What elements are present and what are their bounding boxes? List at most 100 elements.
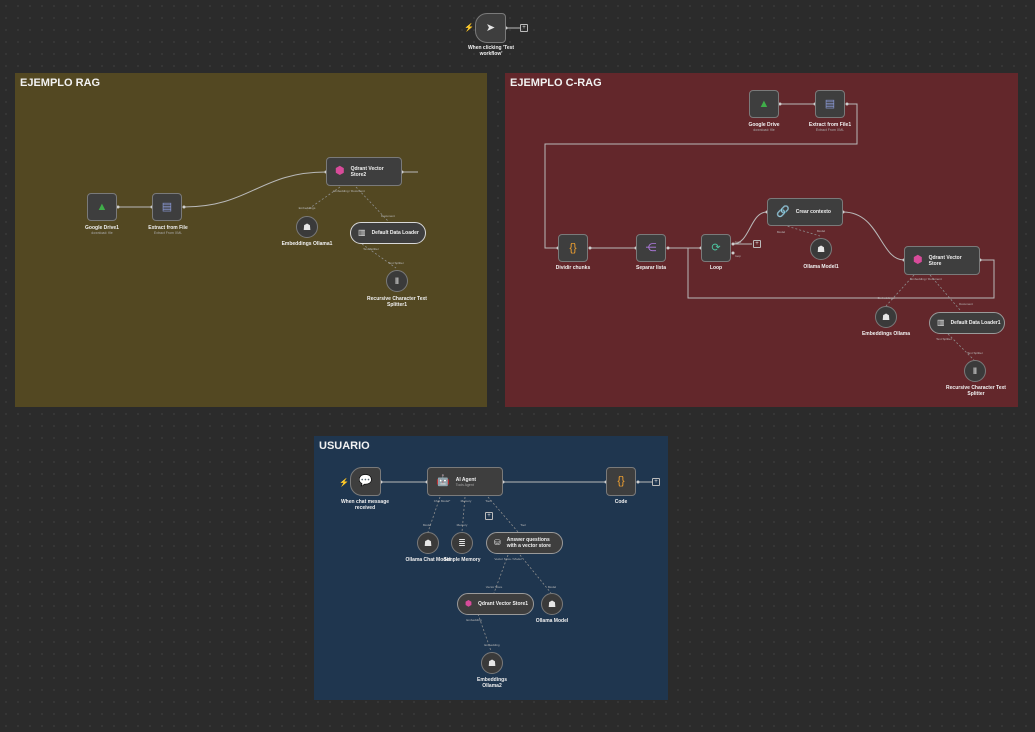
crag-loader-node[interactable]: ▥ Default Data Loader1 xyxy=(929,312,1005,334)
rag-emb-port: Embeddings xyxy=(298,206,316,210)
simple-memory-node[interactable]: ≣ xyxy=(451,532,473,554)
chatmodel-label: Ollama Chat Model xyxy=(405,557,451,563)
uollama-port: Model xyxy=(547,585,557,589)
document-icon: ▥ xyxy=(358,228,366,237)
rag-extract-sub: Extract From XML xyxy=(153,231,183,235)
ollama-chat-model-node[interactable]: ☗ xyxy=(417,532,439,554)
crag-ollama-model-node[interactable]: ☗ xyxy=(810,238,832,260)
code-add-node-button[interactable]: + xyxy=(652,478,660,486)
qdrant-icon: ⬢ xyxy=(465,599,472,608)
crag-extract-label: Extract from File1 xyxy=(808,122,852,128)
link-icon: 🔗 xyxy=(776,205,790,218)
crag-extract-node[interactable]: ▤ xyxy=(815,90,845,118)
crag-splitter-label: Recursive Character Text Splitter xyxy=(946,385,1006,397)
crag-emb-label: Embeddings Ollama xyxy=(861,331,911,337)
crag-loader-subport: Text Splitter xyxy=(936,337,952,341)
robot-icon: 🤖 xyxy=(436,475,450,487)
crag-crear-port: Model xyxy=(776,230,786,234)
rag-loader-title: Default Data Loader xyxy=(371,230,419,236)
rag-loader-subport: Text Splitter xyxy=(363,247,379,251)
answer-port: Tool xyxy=(520,523,526,527)
group-title-usuario: USUARIO xyxy=(319,440,370,452)
uqdrant-title: Qdrant Vector Store1 xyxy=(477,601,528,607)
crag-loop-node[interactable]: ⟳ xyxy=(701,234,731,262)
ai-agent-node[interactable]: 🤖 AI Agent Tools Agent xyxy=(427,467,503,496)
crag-dividir-label: Dividir chunks xyxy=(555,265,591,271)
extract-file-icon: ▤ xyxy=(824,97,836,110)
uemb-port: Embedding xyxy=(484,643,500,647)
rag-gdrive-sub: download: file xyxy=(91,231,113,235)
test-workflow-trigger-node[interactable]: ➤ xyxy=(475,13,506,43)
chat-trigger-node[interactable]: 💬 xyxy=(350,467,381,496)
uqdrant-port: Vector Store xyxy=(485,585,503,589)
crag-loop-loop-port: loop xyxy=(735,254,741,258)
crag-dividir-node[interactable]: {} xyxy=(558,234,588,262)
uollama-label: Ollama Model xyxy=(535,618,569,624)
rag-extract-label: Extract from File xyxy=(148,225,188,231)
code-braces-icon: {} xyxy=(617,475,625,487)
add-node-button[interactable]: + xyxy=(520,24,528,32)
document-icon: ▥ xyxy=(937,318,945,327)
crag-splitter-node[interactable]: Ⅱ xyxy=(964,360,986,382)
crag-loop-label: Loop xyxy=(709,265,723,271)
rag-google-drive-node[interactable]: ▲ xyxy=(87,193,117,221)
crag-crear-title: Crear contexto xyxy=(795,209,831,215)
chatmodel-port: Model xyxy=(422,523,432,527)
user-qdrant-node[interactable]: ⬢ Qdrant Vector Store1 xyxy=(457,593,534,615)
crag-ollama-port: Model xyxy=(816,229,826,233)
loop-add-node-button[interactable]: + xyxy=(753,240,761,248)
ollama-icon: ☗ xyxy=(423,537,433,548)
crag-emb-port: Embeddings xyxy=(877,296,895,300)
rag-splitter-label: Recursive Character Text Splitter1 xyxy=(367,296,427,308)
ai-agent-sub: Tools Agent xyxy=(455,482,474,487)
rag-embeddings-node[interactable]: ☗ xyxy=(296,216,318,238)
crag-gdrive-sub: download: file xyxy=(753,128,775,132)
google-drive-icon: ▲ xyxy=(96,200,108,213)
crag-separar-node[interactable]: ⋲ xyxy=(636,234,666,262)
answer-title: Answer questions with a vector store xyxy=(506,537,551,549)
rag-loader-node[interactable]: ▥ Default Data Loader xyxy=(350,222,426,244)
crag-splitter-port: Text Splitter xyxy=(967,351,983,355)
crag-separar-label: Separar lista xyxy=(635,265,667,271)
agent-port-tool: Tool xyxy=(485,499,491,503)
uemb-label: Embeddings Ollama2 xyxy=(476,677,507,689)
agent-port-memory: Memory xyxy=(460,499,472,503)
crag-loader-port: Document xyxy=(959,302,973,306)
code-node[interactable]: {} xyxy=(606,467,636,496)
group-title-rag: EJEMPLO RAG xyxy=(20,77,101,89)
crag-embeddings-node[interactable]: ☗ xyxy=(875,306,897,328)
google-drive-icon: ▲ xyxy=(758,97,770,110)
memory-port: Memory xyxy=(456,523,468,527)
rag-splitter-node[interactable]: Ⅱ xyxy=(386,270,408,292)
crag-google-drive-node[interactable]: ▲ xyxy=(749,90,779,118)
rag-emb-label: Embeddings Ollama1 xyxy=(281,241,333,247)
crag-qdrant-port: Embedding / Document xyxy=(910,277,942,281)
crag-crear-contexto-node[interactable]: 🔗 Crear contexto xyxy=(767,198,843,226)
code-braces-icon: {} xyxy=(569,241,577,254)
user-ollama-model-node[interactable]: ☗ xyxy=(541,593,563,615)
ollama-icon: ☗ xyxy=(816,243,826,254)
crag-qdrant-node[interactable]: ⬢ Qdrant Vector Store xyxy=(904,246,980,275)
crag-loader-title: Default Data Loader1 xyxy=(950,320,1001,326)
rag-extract-node[interactable]: ▤ xyxy=(152,193,182,221)
rag-qdrant-node[interactable]: ⬢ Qdrant Vector Store2 xyxy=(326,157,402,186)
user-embeddings-node[interactable]: ☗ xyxy=(481,652,503,674)
memory-label: Simple Memory xyxy=(443,557,481,563)
uqdrant-subport: Embedding xyxy=(466,618,482,622)
crag-extract-sub: Extract From XML xyxy=(815,128,845,132)
ai-agent-title: AI Agent xyxy=(455,476,477,483)
trigger-label: When clicking 'Test workflow' xyxy=(467,45,515,57)
cursor-icon: ➤ xyxy=(485,21,496,34)
rag-splitter-port: Text Splitter xyxy=(388,261,404,265)
bolt-icon: ⚡ xyxy=(339,478,349,487)
rag-qdrant-title: Qdrant Vector Store2 xyxy=(350,165,384,178)
loop-icon: ⟳ xyxy=(711,241,721,254)
agent-port-chat-model: Chat Model* xyxy=(433,499,451,503)
rag-qdrant-port: Embedding / Document xyxy=(333,189,365,193)
agent-add-tool-button[interactable]: + xyxy=(485,512,493,520)
crag-qdrant-title: Qdrant Vector Store xyxy=(928,254,962,267)
ollama-icon: ☗ xyxy=(881,311,891,322)
answer-vector-store-tool-node[interactable]: ⛁ Answer questions with a vector store xyxy=(486,532,563,554)
split-list-icon: ⋲ xyxy=(645,241,657,254)
database-icon: ≣ xyxy=(458,537,466,548)
